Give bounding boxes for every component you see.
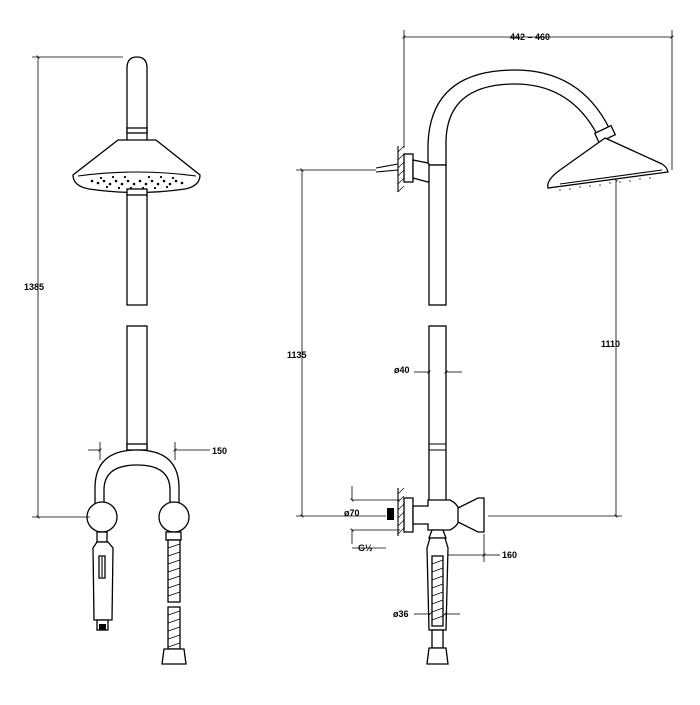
lower-riser-tube	[126, 325, 148, 451]
rain-head-front	[72, 139, 201, 196]
nozzle-pattern	[90, 175, 184, 190]
inlet-height-label: 1135	[287, 350, 307, 360]
front-view: 1385 150	[24, 55, 227, 665]
rain-head-side	[547, 137, 669, 191]
head-height-label: 1110	[601, 339, 620, 349]
hand-shower-side	[426, 537, 449, 665]
inlet-fitting	[387, 508, 394, 520]
total-height-label: 1385	[24, 282, 44, 292]
connection-label: G½	[358, 543, 373, 553]
hand-shower	[92, 541, 114, 621]
hose-front	[161, 539, 187, 665]
mixer-valve	[387, 487, 485, 539]
side-lower-tube	[428, 325, 447, 507]
right-knob	[158, 501, 190, 533]
hand-shower-diameter-label: ø36	[393, 609, 409, 619]
valve-handle	[457, 497, 485, 533]
curved-arm	[427, 69, 613, 166]
tube-diameter-label: ø40	[394, 365, 410, 375]
side-upper-tube	[428, 164, 447, 306]
left-knob	[86, 501, 118, 533]
handle-length-label: 160	[502, 550, 517, 560]
side-view: 442 – 460	[287, 30, 674, 665]
bracket-width-label: 150	[212, 446, 227, 456]
tube-collar	[126, 127, 148, 134]
valve-diameter-label: ø70	[344, 508, 360, 518]
wall-plate-top	[403, 153, 414, 183]
arm-reach-label: 442 – 460	[510, 32, 550, 42]
